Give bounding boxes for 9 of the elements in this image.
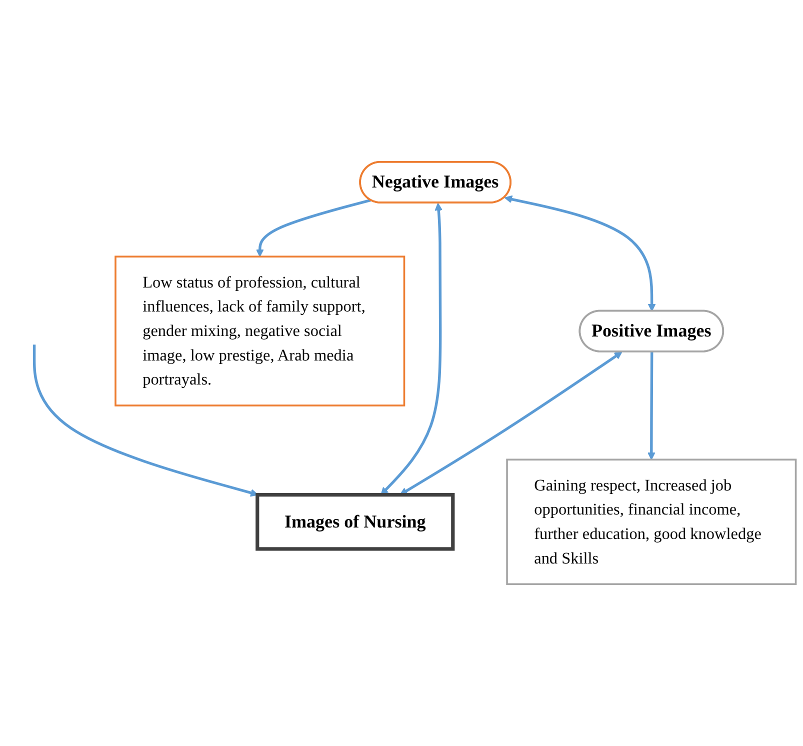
- arrow: [647, 352, 656, 460]
- arrow: [32, 344, 258, 497]
- arrow: [504, 195, 656, 312]
- node-box: Gaining respect, Increased job opportunities, financial income, further education, good knowledge and Skills: [506, 458, 797, 586]
- arrow: [400, 352, 622, 496]
- arrow: [256, 198, 371, 257]
- arrow: [380, 202, 443, 496]
- node-box: Images of Nursing: [256, 493, 455, 551]
- node-box: Low status of profession, cultural influences, lack of family support, gender mixing, negative social image, low prestige, Arab media portrayals.: [114, 256, 406, 406]
